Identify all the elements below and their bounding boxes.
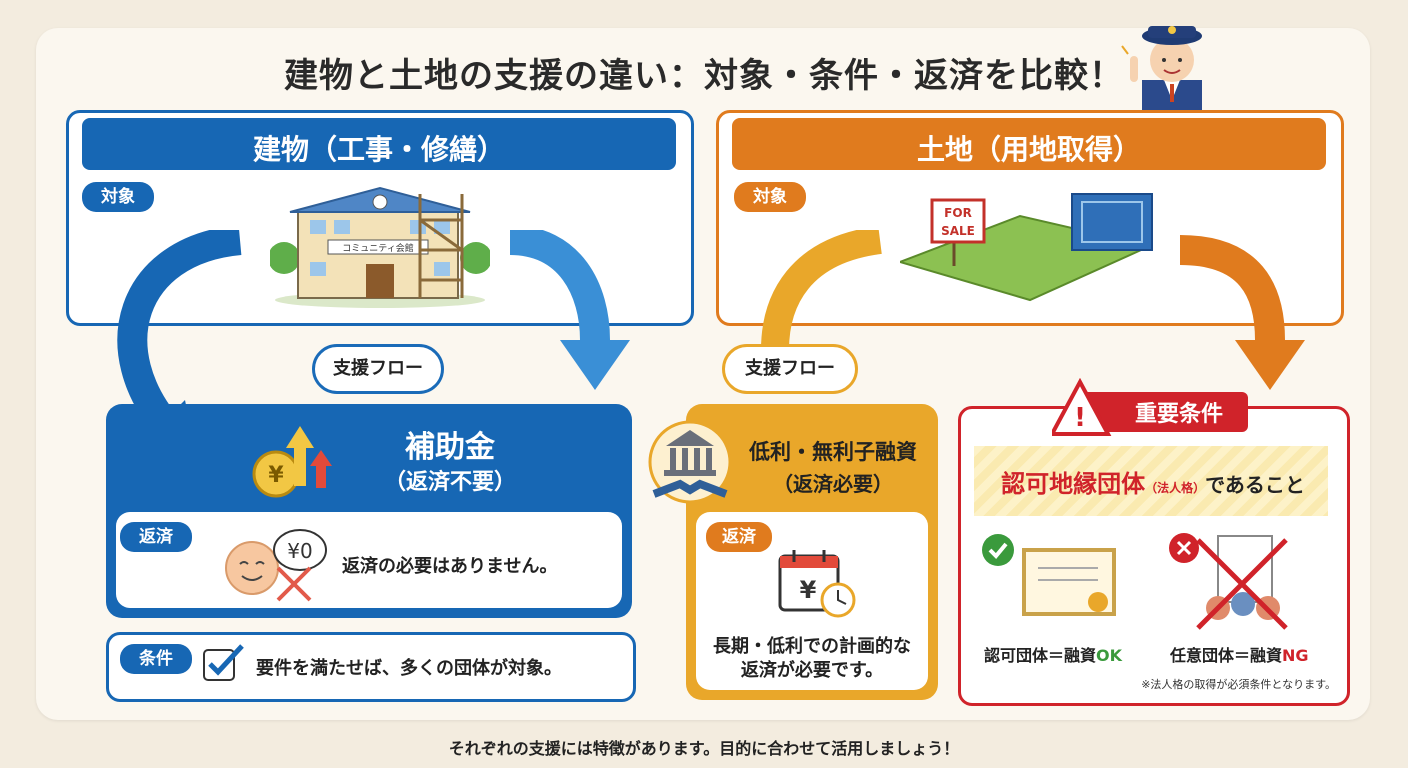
- svg-text:¥: ¥: [800, 576, 817, 604]
- building-condition-tag: 条件: [120, 644, 192, 674]
- coin-growth-icon: ¥: [252, 426, 332, 498]
- smile-zero-icon: ¥0: [225, 529, 327, 602]
- building-repay-tag: 返済: [120, 522, 192, 552]
- important-condition: 認可地縁団体（法人格）であること: [978, 464, 1328, 499]
- building-header: 建物（工事・修繕）: [252, 133, 505, 166]
- footer-text: それぞれの支援には特徴があります。目的に合わせて活用しましょう！: [448, 739, 960, 758]
- calendar-clock-icon: ¥: [778, 550, 856, 618]
- bank-handshake-icon: [648, 420, 732, 504]
- condition-small: （法人格）: [1145, 481, 1206, 495]
- ok-suffix: OK: [1096, 646, 1123, 665]
- svg-text:FOR: FOR: [944, 206, 972, 220]
- building-target-tag: 対象: [82, 182, 154, 212]
- building-condition-text: 要件を満たせば、多くの団体が対象。: [256, 658, 562, 679]
- checkbox-icon: [203, 644, 244, 681]
- ng-suffix: NG: [1282, 646, 1309, 665]
- page-title: 建物と土地の支援の違い：対象・条件・返済を比較！: [284, 56, 1124, 96]
- svg-text:!: !: [1074, 403, 1086, 433]
- land-repay-text-1: 長期・低利での計画的な: [713, 636, 911, 657]
- land-repay-text-2: 返済が必要です。: [740, 660, 884, 681]
- building-repay-text: 返済の必要はありません。: [342, 556, 558, 577]
- svg-text:¥0: ¥0: [287, 539, 312, 563]
- land-header-bar: [732, 118, 1326, 170]
- subsidy-title: 補助金: [405, 430, 495, 465]
- community-hall-icon: コミュニティ会館: [270, 186, 490, 308]
- loan-subtitle: （返済必要）: [773, 472, 893, 496]
- warning-icon: [1052, 378, 1112, 436]
- condition-main: 認可地縁団体: [1001, 470, 1146, 498]
- building-sign: コミュニティ会館: [342, 242, 413, 254]
- land-target-tag: 対象: [734, 182, 806, 212]
- loan-title: 低利・無利子融資: [749, 440, 917, 464]
- svg-text:¥: ¥: [268, 463, 284, 488]
- ng-label: 任意団体＝融資NG: [1170, 646, 1309, 665]
- important-note: ※法人格の取得が必須条件となります。: [1141, 678, 1336, 691]
- svg-text:SALE: SALE: [941, 224, 975, 238]
- important-tag-shape: !: [1052, 378, 1248, 436]
- condition-tail: であること: [1205, 473, 1305, 497]
- officer-mascot-icon: [1121, 26, 1202, 110]
- subsidy-subtitle: （返済不要）: [383, 470, 516, 495]
- important-condition-band: [974, 446, 1328, 516]
- building-header-bar: [82, 118, 676, 170]
- subsidy-repay-box: [116, 512, 622, 608]
- land-repay-tag: 返済: [706, 522, 772, 552]
- approved-certificate-icon: [982, 534, 1116, 616]
- land-flow-label: 支援フロー: [722, 344, 858, 394]
- rejected-document-icon: [1169, 533, 1288, 630]
- important-tag: 重要条件: [1134, 402, 1223, 427]
- land-header: 土地（用地取得）: [916, 133, 1141, 166]
- land-flow-arrows: [761, 230, 1305, 390]
- building-condition-box: [106, 632, 636, 702]
- land-plot-icon: FOR SALE: [900, 193, 1154, 302]
- ok-label: 認可団体＝融資OK: [984, 646, 1123, 665]
- building-flow-label: 支援フロー: [312, 344, 444, 394]
